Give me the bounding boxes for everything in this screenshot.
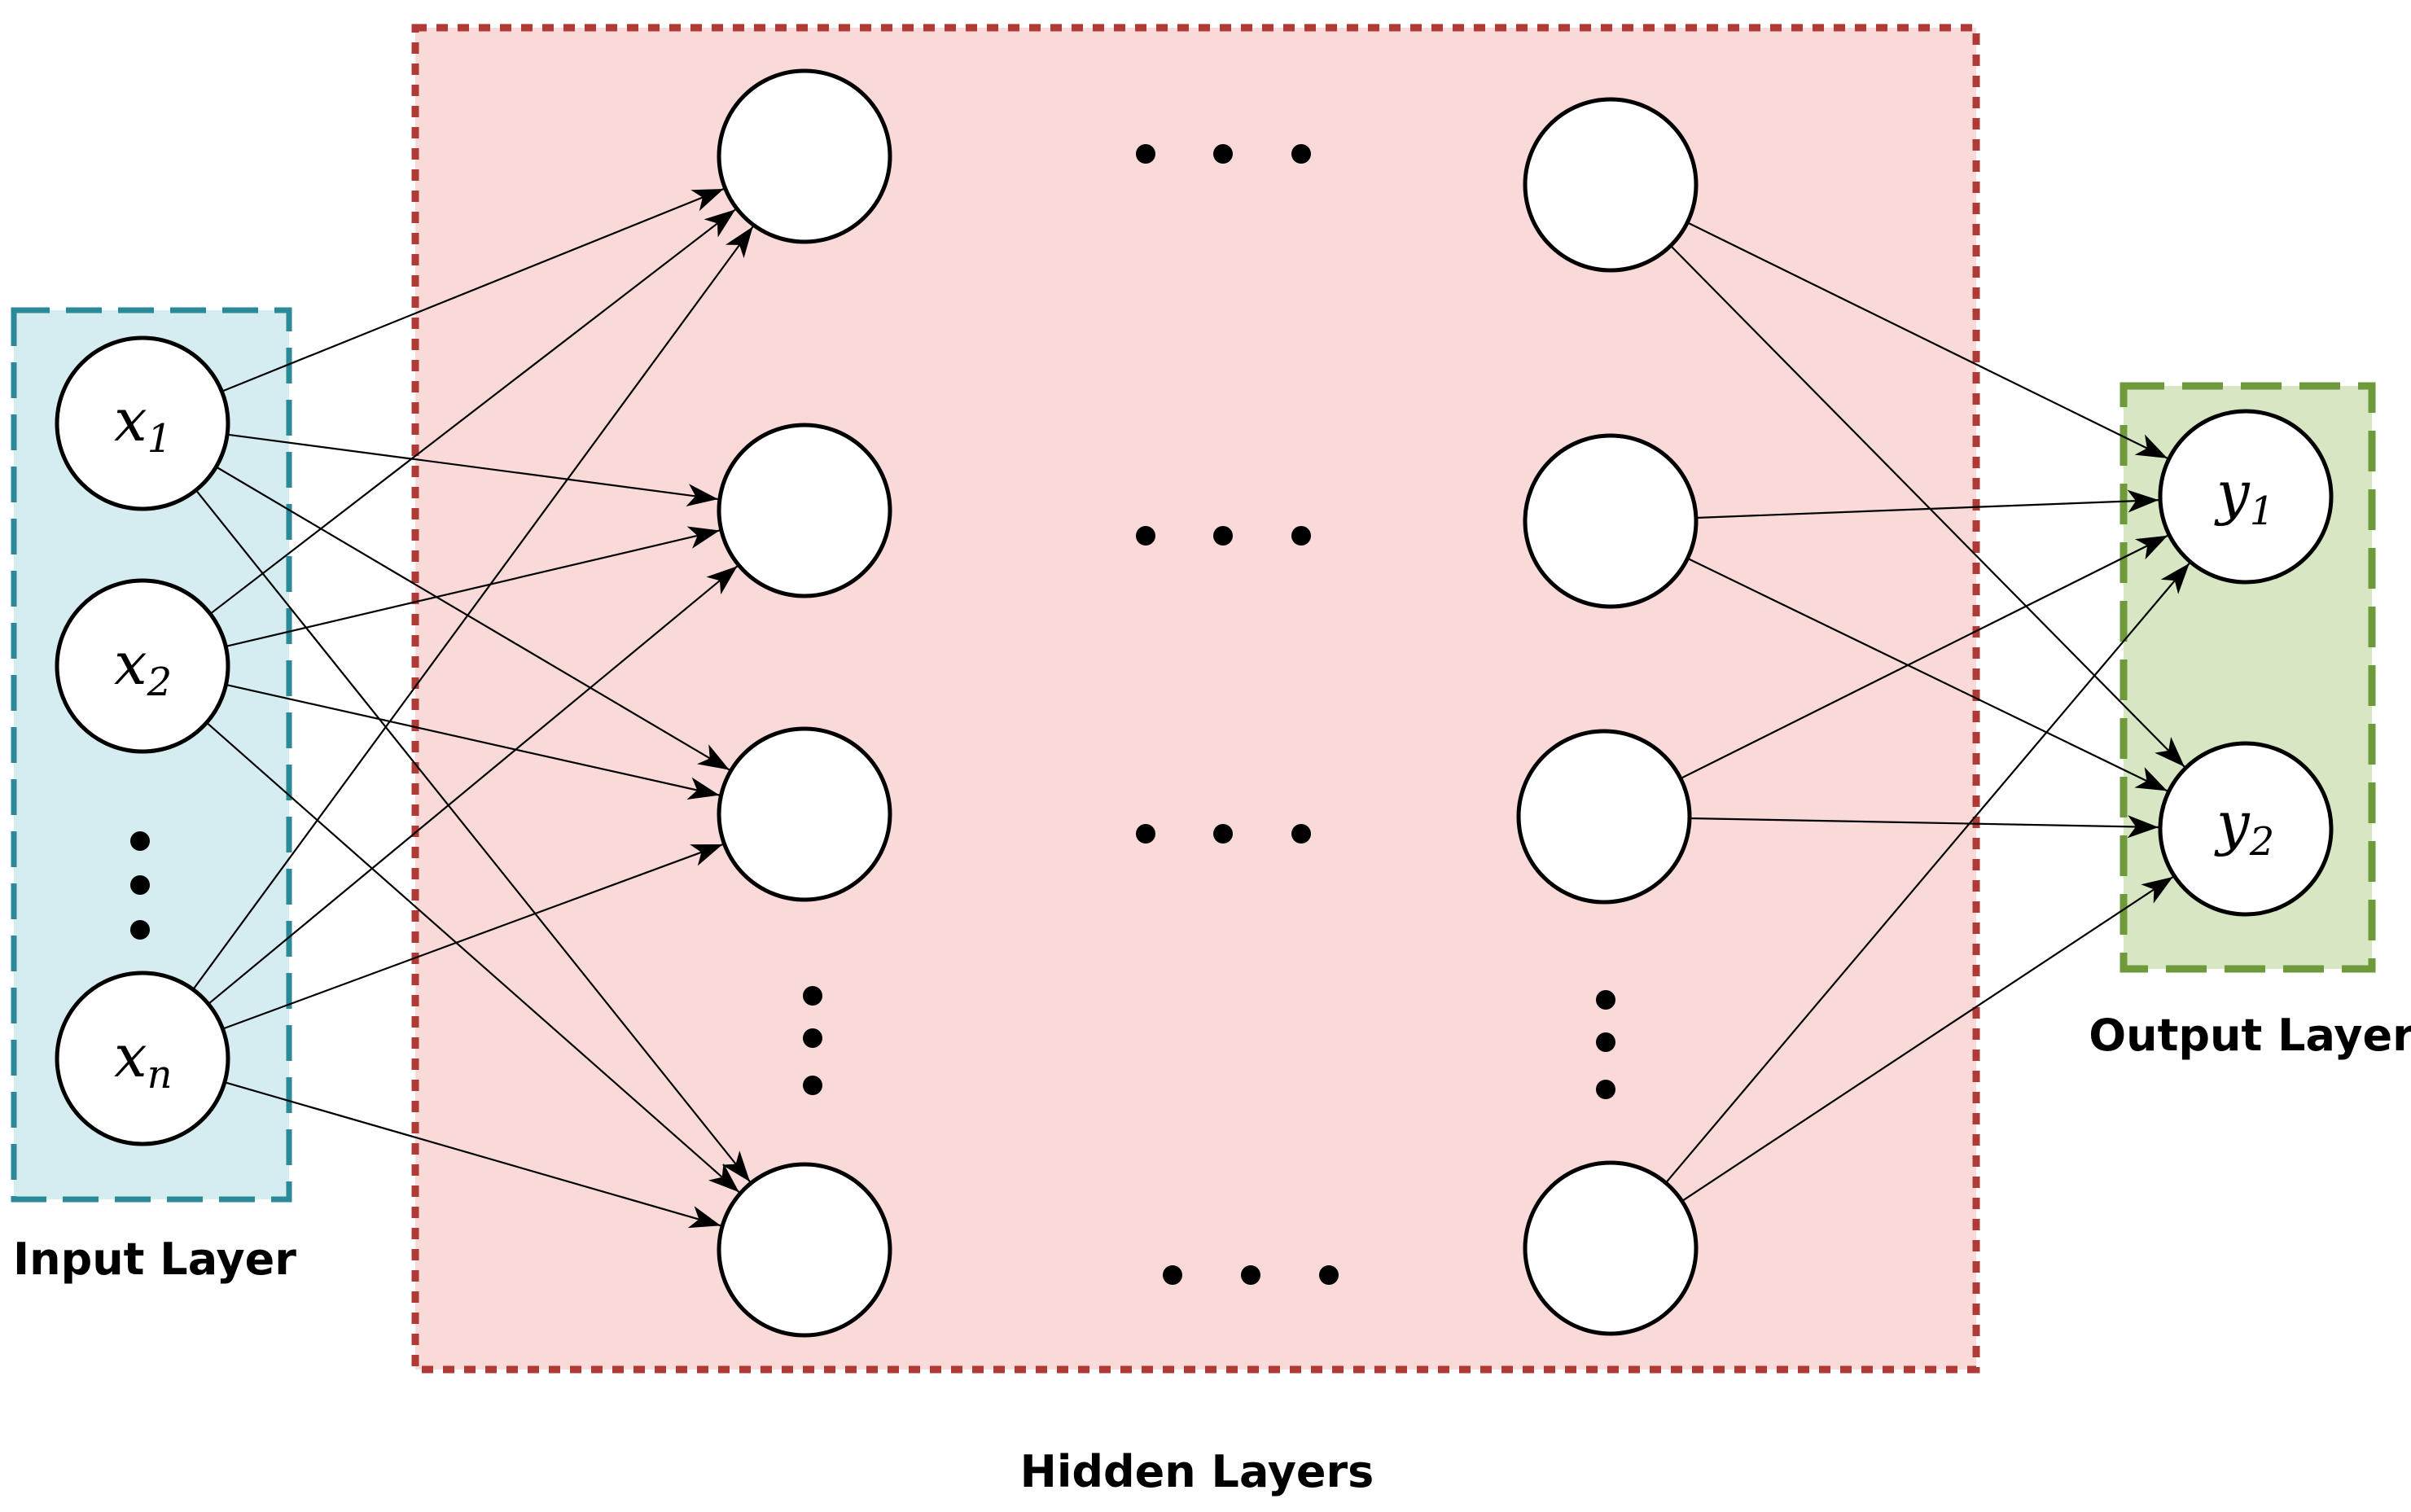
horizontal-ellipsis-dot xyxy=(1213,526,1233,546)
connection-line xyxy=(221,188,725,392)
input-layer-label: Input Layer xyxy=(13,1234,296,1285)
connection-line xyxy=(1689,817,2159,829)
output-layer-label: Output Layer xyxy=(2089,1010,2411,1061)
connection-line xyxy=(222,844,723,1030)
input-node-x1 xyxy=(55,335,230,511)
input-vertical-ellipsis-dot xyxy=(130,831,150,851)
horizontal-ellipsis-dot xyxy=(1319,1265,1339,1285)
input-node-x2-label: x2 xyxy=(114,629,172,705)
connection-line xyxy=(1680,534,2168,780)
ellipsis-dots xyxy=(130,144,1615,1285)
hidden-l2-vertical-ellipsis-dot xyxy=(1596,1080,1615,1099)
arrowhead xyxy=(2134,535,2168,560)
output-node-y1 xyxy=(2158,409,2334,585)
horizontal-ellipsis-dot xyxy=(1291,526,1311,546)
arrowhead xyxy=(686,484,718,506)
connection-line xyxy=(225,529,721,648)
connection-line xyxy=(1681,876,2174,1203)
connection-line xyxy=(195,489,751,1183)
hidden-layers-label: Hidden Layers xyxy=(1020,1446,1374,1497)
hidden-node-l1-1 xyxy=(717,68,892,244)
arrowhead xyxy=(2134,434,2168,458)
hidden-node-l1-2 xyxy=(717,423,892,598)
connection-line xyxy=(1687,557,2168,792)
input-vertical-ellipsis-dot xyxy=(130,875,150,895)
hidden-node-l1-4 xyxy=(717,1162,892,1338)
hidden-l2-vertical-ellipsis-dot xyxy=(1596,1032,1615,1052)
arrowhead xyxy=(2134,767,2168,791)
output-node-y2 xyxy=(2158,741,2334,917)
input-node-xn xyxy=(55,971,230,1146)
hidden-node-l2-1 xyxy=(1523,97,1699,273)
arrowhead xyxy=(725,226,753,259)
arrowhead xyxy=(690,189,724,212)
arrowhead xyxy=(708,1163,739,1193)
arrowhead xyxy=(687,1206,721,1229)
connection-line xyxy=(226,683,720,796)
horizontal-ellipsis-dot xyxy=(1136,526,1155,546)
arrowhead xyxy=(686,526,720,549)
hidden-node-l2-3 xyxy=(1516,729,1692,905)
connection-line xyxy=(224,1081,721,1227)
hidden-l1-vertical-ellipsis-dot xyxy=(803,986,822,1006)
hidden-l1-vertical-ellipsis-dot xyxy=(803,1076,822,1095)
input-vertical-ellipsis-dot xyxy=(130,920,150,940)
horizontal-ellipsis-dot xyxy=(1291,824,1311,844)
connection-line xyxy=(208,565,739,1005)
horizontal-ellipsis-dot xyxy=(1291,144,1311,164)
hidden-node-l1-3 xyxy=(717,726,892,902)
horizontal-ellipsis-dot xyxy=(1163,1265,1182,1285)
horizontal-ellipsis-dot xyxy=(1241,1265,1260,1285)
connection-line xyxy=(1669,244,2185,768)
input-node-xn-label: xn xyxy=(114,1022,173,1098)
arrowhead xyxy=(697,744,730,770)
output-node-y2-label: y2 xyxy=(2214,789,2274,865)
horizontal-ellipsis-dot xyxy=(1213,824,1233,844)
hidden-l1-vertical-ellipsis-dot xyxy=(803,1028,822,1048)
horizontal-ellipsis-dot xyxy=(1213,144,1233,164)
arrowhead xyxy=(2127,489,2159,513)
connection-line xyxy=(1664,563,2190,1184)
connection-line xyxy=(215,466,730,771)
hidden-node-l2-4 xyxy=(1523,1160,1699,1336)
connection-line xyxy=(226,433,719,501)
horizontal-ellipsis-dot xyxy=(1136,144,1155,164)
arrowhead xyxy=(686,777,720,800)
hidden-l2-vertical-ellipsis-dot xyxy=(1596,990,1615,1010)
connection-line xyxy=(1695,499,2159,519)
horizontal-ellipsis-dot xyxy=(1136,824,1155,844)
connection-line xyxy=(206,721,740,1194)
input-node-x2 xyxy=(55,578,230,754)
output-node-y1-label: y1 xyxy=(2214,458,2274,534)
connection-line xyxy=(192,226,754,990)
hidden-node-l2-2 xyxy=(1523,433,1699,609)
hidden-layers-box xyxy=(411,24,1980,1374)
arrowhead xyxy=(2141,876,2173,904)
connection-line xyxy=(1686,221,2168,459)
arrowhead xyxy=(721,1150,751,1182)
arrowheads xyxy=(686,189,2190,1229)
arrowhead xyxy=(704,209,736,238)
arrowhead xyxy=(2155,736,2185,767)
arrowhead xyxy=(2127,815,2159,839)
arrowhead xyxy=(2160,563,2190,594)
arrowhead xyxy=(706,566,738,595)
neurons xyxy=(55,68,2334,1338)
input-node-x1-label: x1 xyxy=(114,386,172,462)
connection-lines xyxy=(192,188,2190,1227)
connection-line xyxy=(209,208,736,615)
arrowhead xyxy=(690,844,723,866)
